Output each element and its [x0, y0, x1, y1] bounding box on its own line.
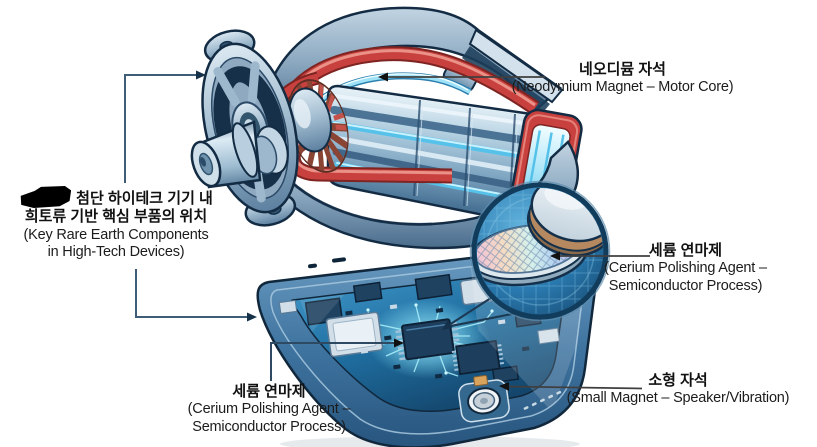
cerium-bottom-en-line2: Semiconductor Process)	[192, 418, 346, 435]
small-magnet-component	[473, 374, 489, 387]
cerium-right-en-line2: Semiconductor Process)	[608, 277, 763, 294]
arrowhead-icon	[550, 251, 560, 261]
cerium-bottom-ko: 세륨 연마제	[232, 383, 306, 400]
cerium-bottom-label: 세륨 연마제 (Cerium Polishing Agent – Semicon…	[163, 383, 375, 437]
small-magnet-leader	[507, 385, 643, 390]
arrowhead-icon	[247, 312, 257, 322]
small-components	[345, 304, 530, 388]
arrowhead-icon	[499, 382, 509, 391]
overview-en-line2: in High-Tech Devices)	[47, 244, 185, 261]
cerium-right-label: 세륨 연마제 (Cerium Polishing Agent – Semicon…	[578, 242, 793, 296]
motor-shaft	[190, 120, 262, 189]
neodymium-label: 네오디뮴 자석 (Neodymium Magnet – Motor Core)	[480, 61, 765, 97]
overview-label: 첨단 하이테크 기기 내 희토류 기반 핵심 부품의 위치 (Key Rare …	[8, 186, 224, 262]
cerium-right-en-line1: (Cerium Polishing Agent –	[604, 260, 767, 277]
speaker-assembly	[458, 374, 510, 423]
small-magnet-ko: 소형 자석	[648, 372, 708, 389]
redaction-blob-icon	[20, 186, 72, 208]
overview-en-line1: (Key Rare Earth Components	[23, 226, 209, 243]
arrowhead-icon	[394, 338, 404, 348]
cerium-right-ko: 세륨 연마제	[648, 242, 723, 259]
callout-line	[445, 295, 495, 328]
overview-ko-line2: 희토류 기반 핵심 부품의 위치	[24, 208, 208, 226]
callout-arrowhead-icon	[442, 320, 453, 330]
small-magnet-en: (Small Magnet – Speaker/Vibration)	[566, 390, 790, 407]
overview-connector-top	[124, 74, 197, 183]
neodymium-ko: 네오디뮴 자석	[579, 61, 666, 78]
overview-ko-line1: 첨단 하이테크 기기 내	[8, 186, 224, 208]
overview-connector-bottom	[135, 269, 248, 318]
magnifier-inset	[442, 180, 611, 330]
arrowhead-icon	[378, 72, 388, 82]
cerium-bottom-en-line1: (Cerium Polishing Agent –	[187, 401, 351, 418]
charging-ports	[523, 390, 562, 410]
cerium-bottom-connector	[270, 342, 395, 381]
small-magnet-label: 소형 자석 (Small Magnet – Speaker/Vibration)	[540, 372, 816, 408]
neodymium-en: (Neodymium Magnet – Motor Core)	[511, 79, 734, 96]
phone-frame-details	[308, 257, 562, 410]
callout-line	[445, 310, 523, 329]
arrowhead-icon	[196, 70, 206, 80]
leader-lines	[124, 70, 650, 391]
